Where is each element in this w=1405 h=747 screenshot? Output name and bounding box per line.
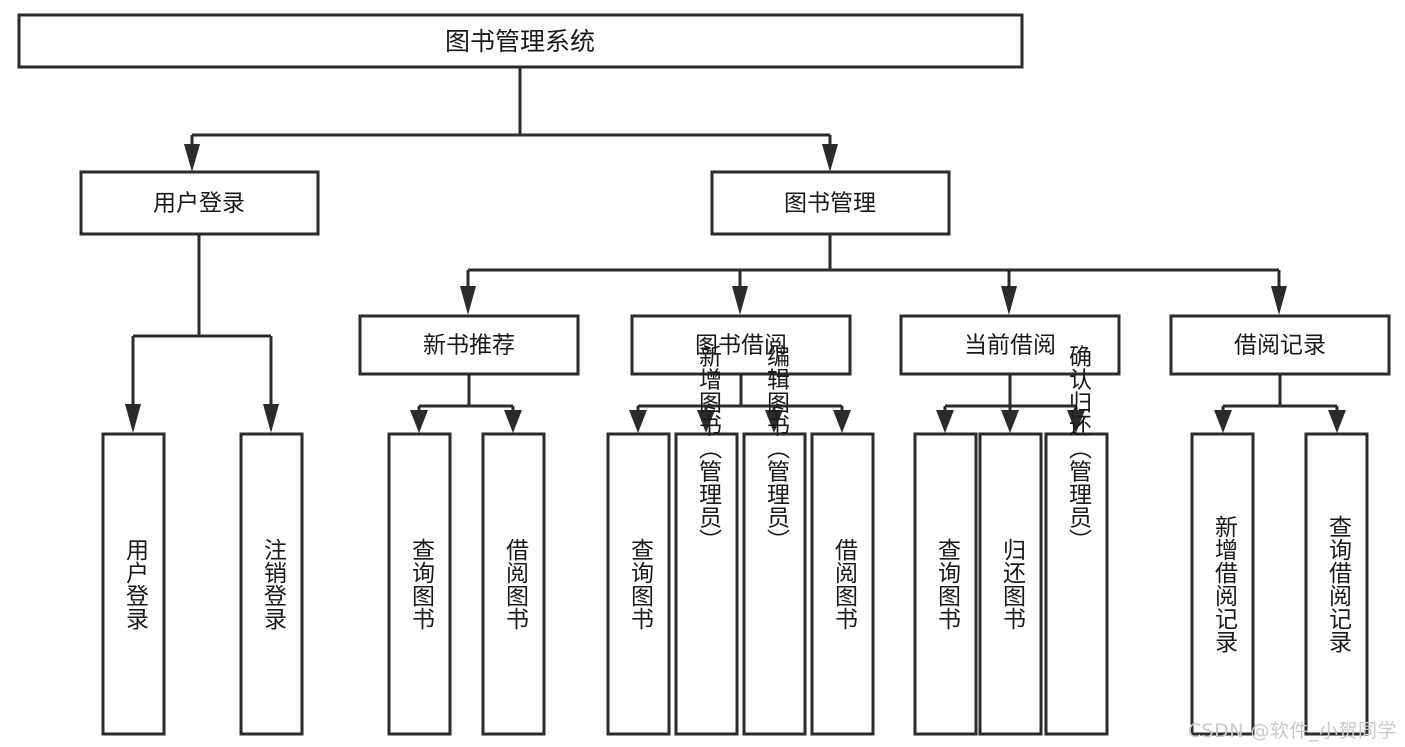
leaf-box <box>481 432 546 736</box>
book-borrow-box <box>630 314 852 376</box>
arrowhead-current-borrow-leaf-1 <box>1001 410 1019 433</box>
arrowhead-user-login-leaf-0 <box>125 404 141 433</box>
arrowhead-new-book <box>460 286 476 315</box>
leaf-box <box>387 432 452 736</box>
arrowhead-borrow-record-leaf-1 <box>1328 410 1346 433</box>
leaf-label: 借阅图书 <box>831 538 859 630</box>
leaf-box <box>606 432 671 736</box>
leaf-current-borrow-0[interactable]: 查询图书 <box>913 432 978 736</box>
leaf-label: 查询图书 <box>934 538 962 630</box>
user-login-label: 用户登录 <box>153 191 245 217</box>
current-borrow-label: 当前借阅 <box>964 333 1056 359</box>
arrowhead-current-borrow <box>1001 286 1017 315</box>
leaf-label: 归还图书 <box>999 538 1027 630</box>
node-new-book-recommend[interactable]: 新书推荐 <box>358 314 580 376</box>
node-borrow-record[interactable]: 借阅记录 <box>1169 314 1391 376</box>
leaf-box <box>674 432 739 736</box>
leaf-label: 借阅图书 <box>502 538 530 630</box>
book-borrow-label: 图书借阅 <box>695 333 787 359</box>
leaf-box <box>1044 432 1109 736</box>
leaf-user-login-1[interactable]: 注销登录 <box>239 432 304 736</box>
arrowhead-book-borrow-leaf-2 <box>765 410 783 433</box>
leaf-book-borrow-3[interactable]: 借阅图书 <box>810 432 875 736</box>
arrowhead-current-borrow-leaf-0 <box>936 410 954 433</box>
borrow-record-label: 借阅记录 <box>1234 333 1326 359</box>
arrowhead-book-manage <box>822 144 838 172</box>
node-book-management[interactable]: 图书管理 <box>710 170 951 236</box>
leaf-borrow-record-0[interactable]: 新增借阅记录 <box>1190 432 1255 736</box>
root-box <box>17 13 1024 69</box>
node-root[interactable]: 图书管理系统 <box>17 13 1024 69</box>
leaf-new-book-recommend-1[interactable]: 借阅图书 <box>481 432 546 736</box>
arrowhead-user-login <box>184 144 200 172</box>
leaf-box <box>810 432 875 736</box>
arrowhead-user-login-leaf-1 <box>263 404 279 433</box>
leaf-book-borrow-2[interactable]: 编辑图书（管理员） <box>742 345 807 736</box>
arrowhead-current-borrow-leaf-2 <box>1067 410 1085 433</box>
node-user-login[interactable]: 用户登录 <box>79 170 320 236</box>
leaf-label: 确认归还（管理员） <box>1065 345 1093 552</box>
leaf-label: 新增图书（管理员） <box>695 345 723 552</box>
leaf-book-borrow-1[interactable]: 新增图书（管理员） <box>674 345 739 736</box>
leaf-current-borrow-1[interactable]: 归还图书 <box>978 432 1043 736</box>
leaf-user-login-0[interactable]: 用户登录 <box>101 432 166 736</box>
arrowhead-new-book-leaf-1 <box>504 410 522 433</box>
csdn-watermark: CSDN @软件_小贺同学 <box>1187 720 1397 742</box>
leaf-current-borrow-2[interactable]: 确认归还（管理员） <box>1044 345 1109 736</box>
arrowhead-book-borrow-leaf-3 <box>833 410 851 433</box>
leaf-label: 查询图书 <box>627 538 655 630</box>
arrowhead-borrow-record-leaf-0 <box>1214 410 1232 433</box>
leaf-box <box>239 432 304 736</box>
arrowhead-book-borrow-leaf-0 <box>629 410 647 433</box>
leaf-label: 编辑图书（管理员） <box>763 345 791 552</box>
leaf-box <box>913 432 978 736</box>
leaf-box <box>1304 432 1369 736</box>
arrowhead-book-borrow <box>732 286 748 315</box>
leaf-label: 注销登录 <box>260 538 288 630</box>
node-book-borrow[interactable]: 图书借阅 <box>630 314 852 376</box>
leaf-label: 新增借阅记录 <box>1211 515 1239 653</box>
leaf-box <box>1190 432 1255 736</box>
leaf-box <box>101 432 166 736</box>
leaf-book-borrow-0[interactable]: 查询图书 <box>606 432 671 736</box>
borrow-record-box <box>1169 314 1391 376</box>
arrowhead-book-borrow-leaf-1 <box>697 410 715 433</box>
leaf-new-book-recommend-0[interactable]: 查询图书 <box>387 432 452 736</box>
leaf-label: 查询借阅记录 <box>1325 515 1353 653</box>
leaf-box <box>978 432 1043 736</box>
leaf-label: 用户登录 <box>122 538 150 630</box>
book-management-label: 图书管理 <box>784 191 876 217</box>
new-book-recommend-box <box>358 314 580 376</box>
book-management-box <box>710 170 951 236</box>
leaf-box <box>742 432 807 736</box>
new-book-recommend-label: 新书推荐 <box>423 333 515 359</box>
current-borrow-box <box>899 314 1121 376</box>
root-label: 图书管理系统 <box>445 27 595 56</box>
arrowhead-new-book-leaf-0 <box>410 410 428 433</box>
arrowhead-borrow-record <box>1271 286 1287 315</box>
node-current-borrow[interactable]: 当前借阅 <box>899 314 1121 376</box>
leaf-borrow-record-1[interactable]: 查询借阅记录 <box>1304 432 1369 736</box>
leaf-label: 查询图书 <box>408 538 436 630</box>
